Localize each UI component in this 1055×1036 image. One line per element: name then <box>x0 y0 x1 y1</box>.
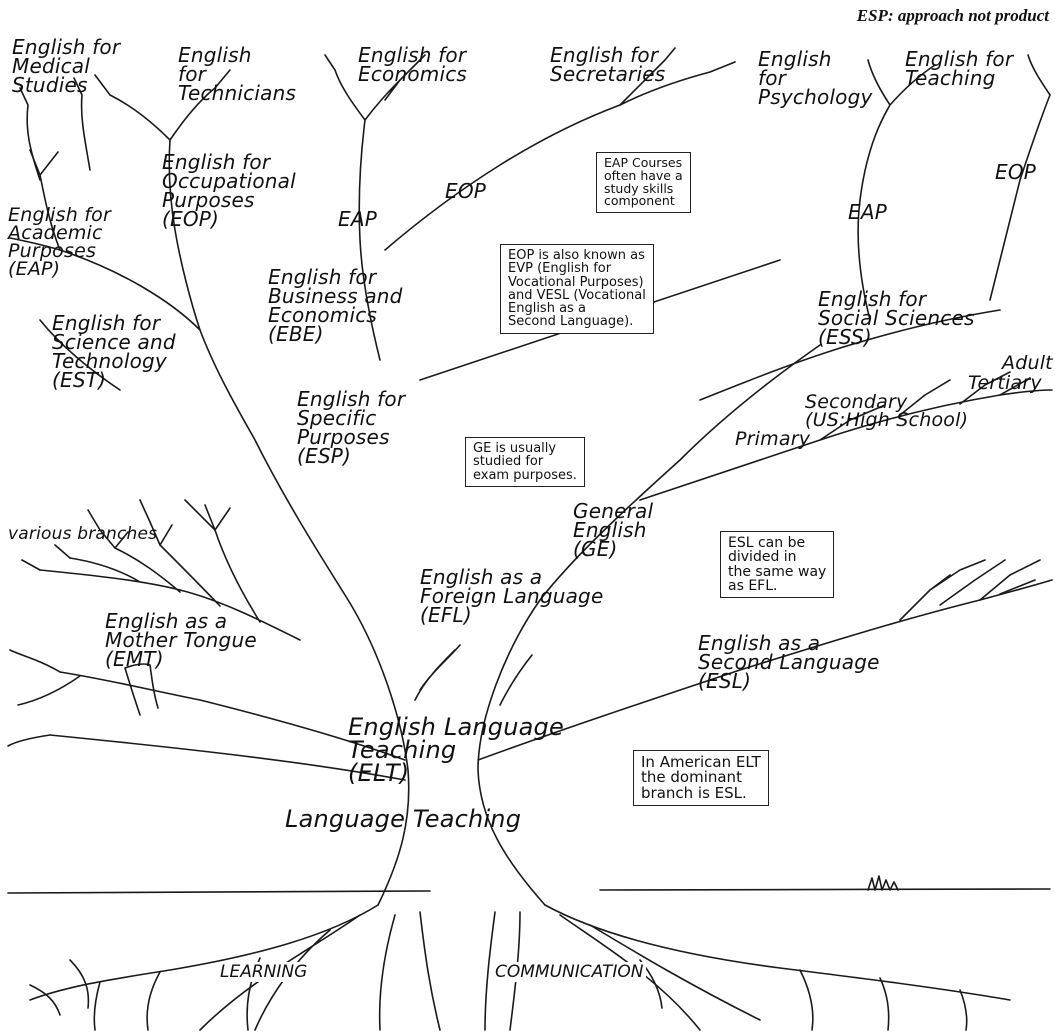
label-est: English for Science and Technology (EST) <box>52 311 176 392</box>
label-eap-left: EAP <box>338 207 377 231</box>
label-adult: Adult <box>1002 352 1053 374</box>
various-branches <box>21 499 231 571</box>
twigs <box>867 54 1051 106</box>
label-technicians: English for Technicians <box>178 43 297 105</box>
label-teaching: English for Teaching <box>905 47 1014 90</box>
note-eop-also-known: EOP is also known as EVP (English for Vo… <box>500 244 654 334</box>
label-communication: COMMUNICATION <box>493 962 646 982</box>
ge-twigs <box>819 371 1031 441</box>
label-learning: LEARNING <box>218 962 310 982</box>
ebe-trunk <box>358 119 381 361</box>
roots <box>544 904 1011 1001</box>
label-ess: English for Social Sciences (ESS) <box>818 287 975 349</box>
twigs <box>29 69 231 251</box>
psychology-branch <box>857 104 891 321</box>
figure-caption: ESP: approach not product <box>856 6 1049 25</box>
note-eap-courses: EAP Courses often have a study skills co… <box>596 152 691 213</box>
label-esl: English as a Second Language (ESL) <box>698 631 880 693</box>
label-efl: English as a Foreign Language (EFL) <box>420 565 604 627</box>
label-esp: English for Specific Purposes (ESP) <box>297 387 406 468</box>
label-primary: Primary <box>735 428 811 450</box>
label-general-english: General English (GE) <box>573 499 654 561</box>
ess-branch <box>699 309 1001 401</box>
esl-branch <box>477 579 1053 761</box>
trunk <box>199 329 410 906</box>
various-branches <box>39 529 301 641</box>
twigs <box>619 47 736 106</box>
label-medical-studies: English for Medical Studies <box>12 35 121 97</box>
label-psychology: English for Psychology <box>758 47 873 109</box>
esl-twigs <box>899 559 1041 621</box>
note-ge-exam: GE is usually studied for exam purposes. <box>465 437 585 487</box>
grass-tuft <box>867 875 899 891</box>
label-tertiary: Tertiary <box>968 372 1042 394</box>
label-secondary: Secondary (US:High School) <box>805 391 969 432</box>
label-language-teaching: Language Teaching <box>285 805 522 833</box>
trunk-bark <box>414 644 533 706</box>
eop-branch <box>384 104 621 251</box>
label-eop-right: EOP <box>995 160 1037 184</box>
trunk <box>477 344 821 906</box>
label-emt: English as a Mother Tongue (EMT) <box>105 609 257 671</box>
label-eop-mid: EOP <box>445 179 487 203</box>
twigs <box>324 54 426 121</box>
roots <box>378 911 441 1031</box>
label-eop-full: English for Occupational Purposes (EOP) <box>162 150 296 231</box>
label-various-branches: various branches <box>8 524 158 544</box>
est-branch <box>39 319 121 391</box>
label-elt: English Language Teaching (ELT) <box>348 713 564 787</box>
label-economics: English for Economics <box>358 43 468 86</box>
label-eap-full: English for Academic Purposes (EAP) <box>8 204 111 281</box>
label-secretaries: English for Secretaries <box>550 43 666 86</box>
emt-twigs <box>7 649 81 747</box>
note-esl-divided: ESL can be divided in the same way as EF… <box>720 531 835 599</box>
label-eap-right: EAP <box>848 200 887 224</box>
note-american-elt: In American ELT the dominant branch is E… <box>633 750 769 806</box>
label-ebe: English for Business and Economics (EBE) <box>268 265 403 346</box>
ge-branch <box>639 389 1053 501</box>
roots <box>29 904 379 1001</box>
roots <box>799 969 968 1031</box>
twigs <box>19 77 91 181</box>
ground-line <box>7 888 1051 894</box>
stump <box>124 663 159 716</box>
emt-branch <box>49 671 406 781</box>
esp-branches <box>9 139 201 331</box>
eop-right <box>989 94 1051 301</box>
